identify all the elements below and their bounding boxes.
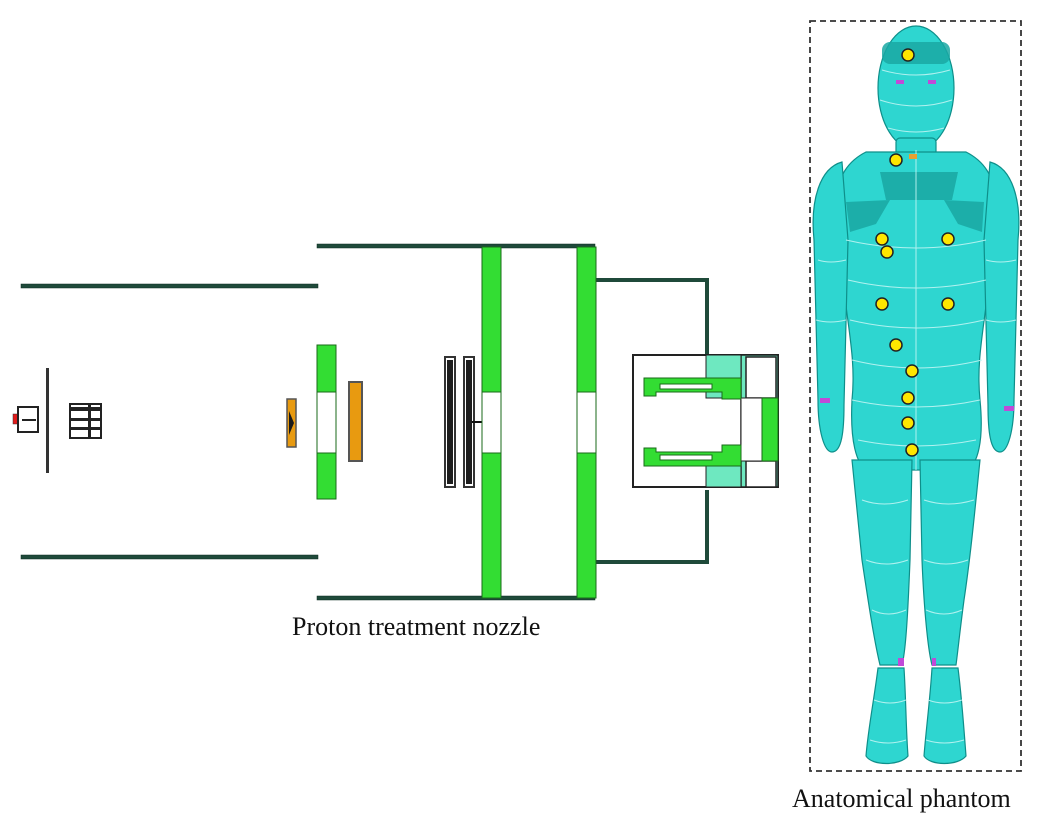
dose-point-marker-icon [875,232,889,246]
snout-assembly [632,354,779,488]
beam-monitor-band-2 [70,418,101,421]
marker-left-ankle [898,658,904,666]
snout-right-window-bottom [745,460,777,488]
phantom-left-arm [812,161,849,453]
mesh-line [887,127,945,133]
mesh-line [925,739,965,744]
range-modulator [444,356,486,488]
phantom-upper-chest-region [880,172,958,200]
marker-right-eye [928,80,936,84]
upstream-rail-bottom [20,554,319,560]
dose-point-marker-icon [901,48,915,62]
phantom-forehead-band [882,42,950,64]
mesh-line [869,739,907,744]
first-collimator-aperture [316,391,337,454]
snout-right-aperture [740,397,764,462]
range-modulator-plate-left [447,360,453,484]
second-scatterer [348,381,363,462]
third-collimator [576,246,597,599]
second-collimator-aperture [481,391,502,454]
mesh-line [871,609,907,615]
dose-point-marker-icon [905,364,919,378]
mesh-line [985,259,1017,263]
mesh-line [881,69,951,76]
beam-monitor [69,403,102,439]
mesh-line [865,559,909,565]
phantom-mesh [815,69,1017,744]
dose-point-marker-icon [905,443,919,457]
marker-right-ankle [932,658,936,666]
mesh-line [861,499,909,505]
nozzle-caption: Proton treatment nozzle [292,612,541,641]
mesh-line [925,609,963,615]
downstream-rail-top [316,243,596,249]
marker-right-wrist [1004,406,1014,411]
mesh-line [817,259,847,263]
second-collimator-lower [481,452,502,599]
thyroid-marker [909,154,917,159]
snout-right-window-top [745,356,777,399]
dose-point-marker-icon [901,416,915,430]
phantom-frame [809,20,1022,772]
aperture-jaw-bottom [659,454,713,461]
mesh-line [879,99,953,107]
range-modulator-plate-right [466,360,472,484]
mesh-line [873,699,907,704]
phantom-left-shin-foot [865,667,909,765]
beamline-rails [20,243,709,601]
dose-points [875,48,955,457]
dose-point-marker-icon [941,232,955,246]
anatomical-phantom [809,20,1022,772]
snout-frame-bottom [595,490,709,564]
dose-point-marker-icon [889,338,903,352]
downstream-rail-bottom [316,595,596,601]
mesh-line [985,319,1017,323]
third-collimator-upper [576,246,597,393]
beam-monitor-band-3 [70,427,101,430]
snout-right-plate [761,397,779,462]
dose-point-marker-icon [880,245,894,259]
phantom-right-leg [919,459,981,666]
mesh-line [923,559,969,565]
phantom-lung-band-left [846,200,890,232]
first-scatterer [286,398,297,448]
phantom-internal-regions [846,42,984,232]
phantom-left-leg [851,459,913,666]
first-collimator [316,344,337,500]
dose-point-marker-icon [875,297,889,311]
first-collimator-lower [316,452,337,500]
marker-left-eye [896,80,904,84]
phantom-lung-band-right [944,200,984,232]
mesh-line [927,699,963,704]
dose-point-marker-icon [901,391,915,405]
phantom-right-arm [983,161,1020,453]
phantom-caption: Anatomical phantom [792,784,1011,813]
dose-point-marker-icon [941,297,955,311]
third-collimator-lower [576,452,597,599]
beam-monitor-band-1 [70,407,101,411]
dose-point-marker-icon [889,153,903,167]
first-collimator-upper [316,344,337,393]
beam-source [12,368,49,473]
third-collimator-aperture [576,391,597,454]
first-scatterer-core [289,411,294,435]
marker-left-wrist [820,398,830,403]
phantom-small-markers [820,80,1014,666]
mesh-line [815,319,847,323]
second-collimator [481,246,502,599]
mesh-line [923,499,975,505]
upstream-rail-top [20,283,319,289]
source-plate [46,368,49,473]
snout-frame-top [595,278,709,355]
proton-treatment-nozzle [12,243,779,601]
beam-monitor-band-4 [88,404,91,438]
second-collimator-upper [481,246,502,393]
aperture-jaw-top [659,383,713,390]
phantom-right-shin-foot [923,667,967,765]
